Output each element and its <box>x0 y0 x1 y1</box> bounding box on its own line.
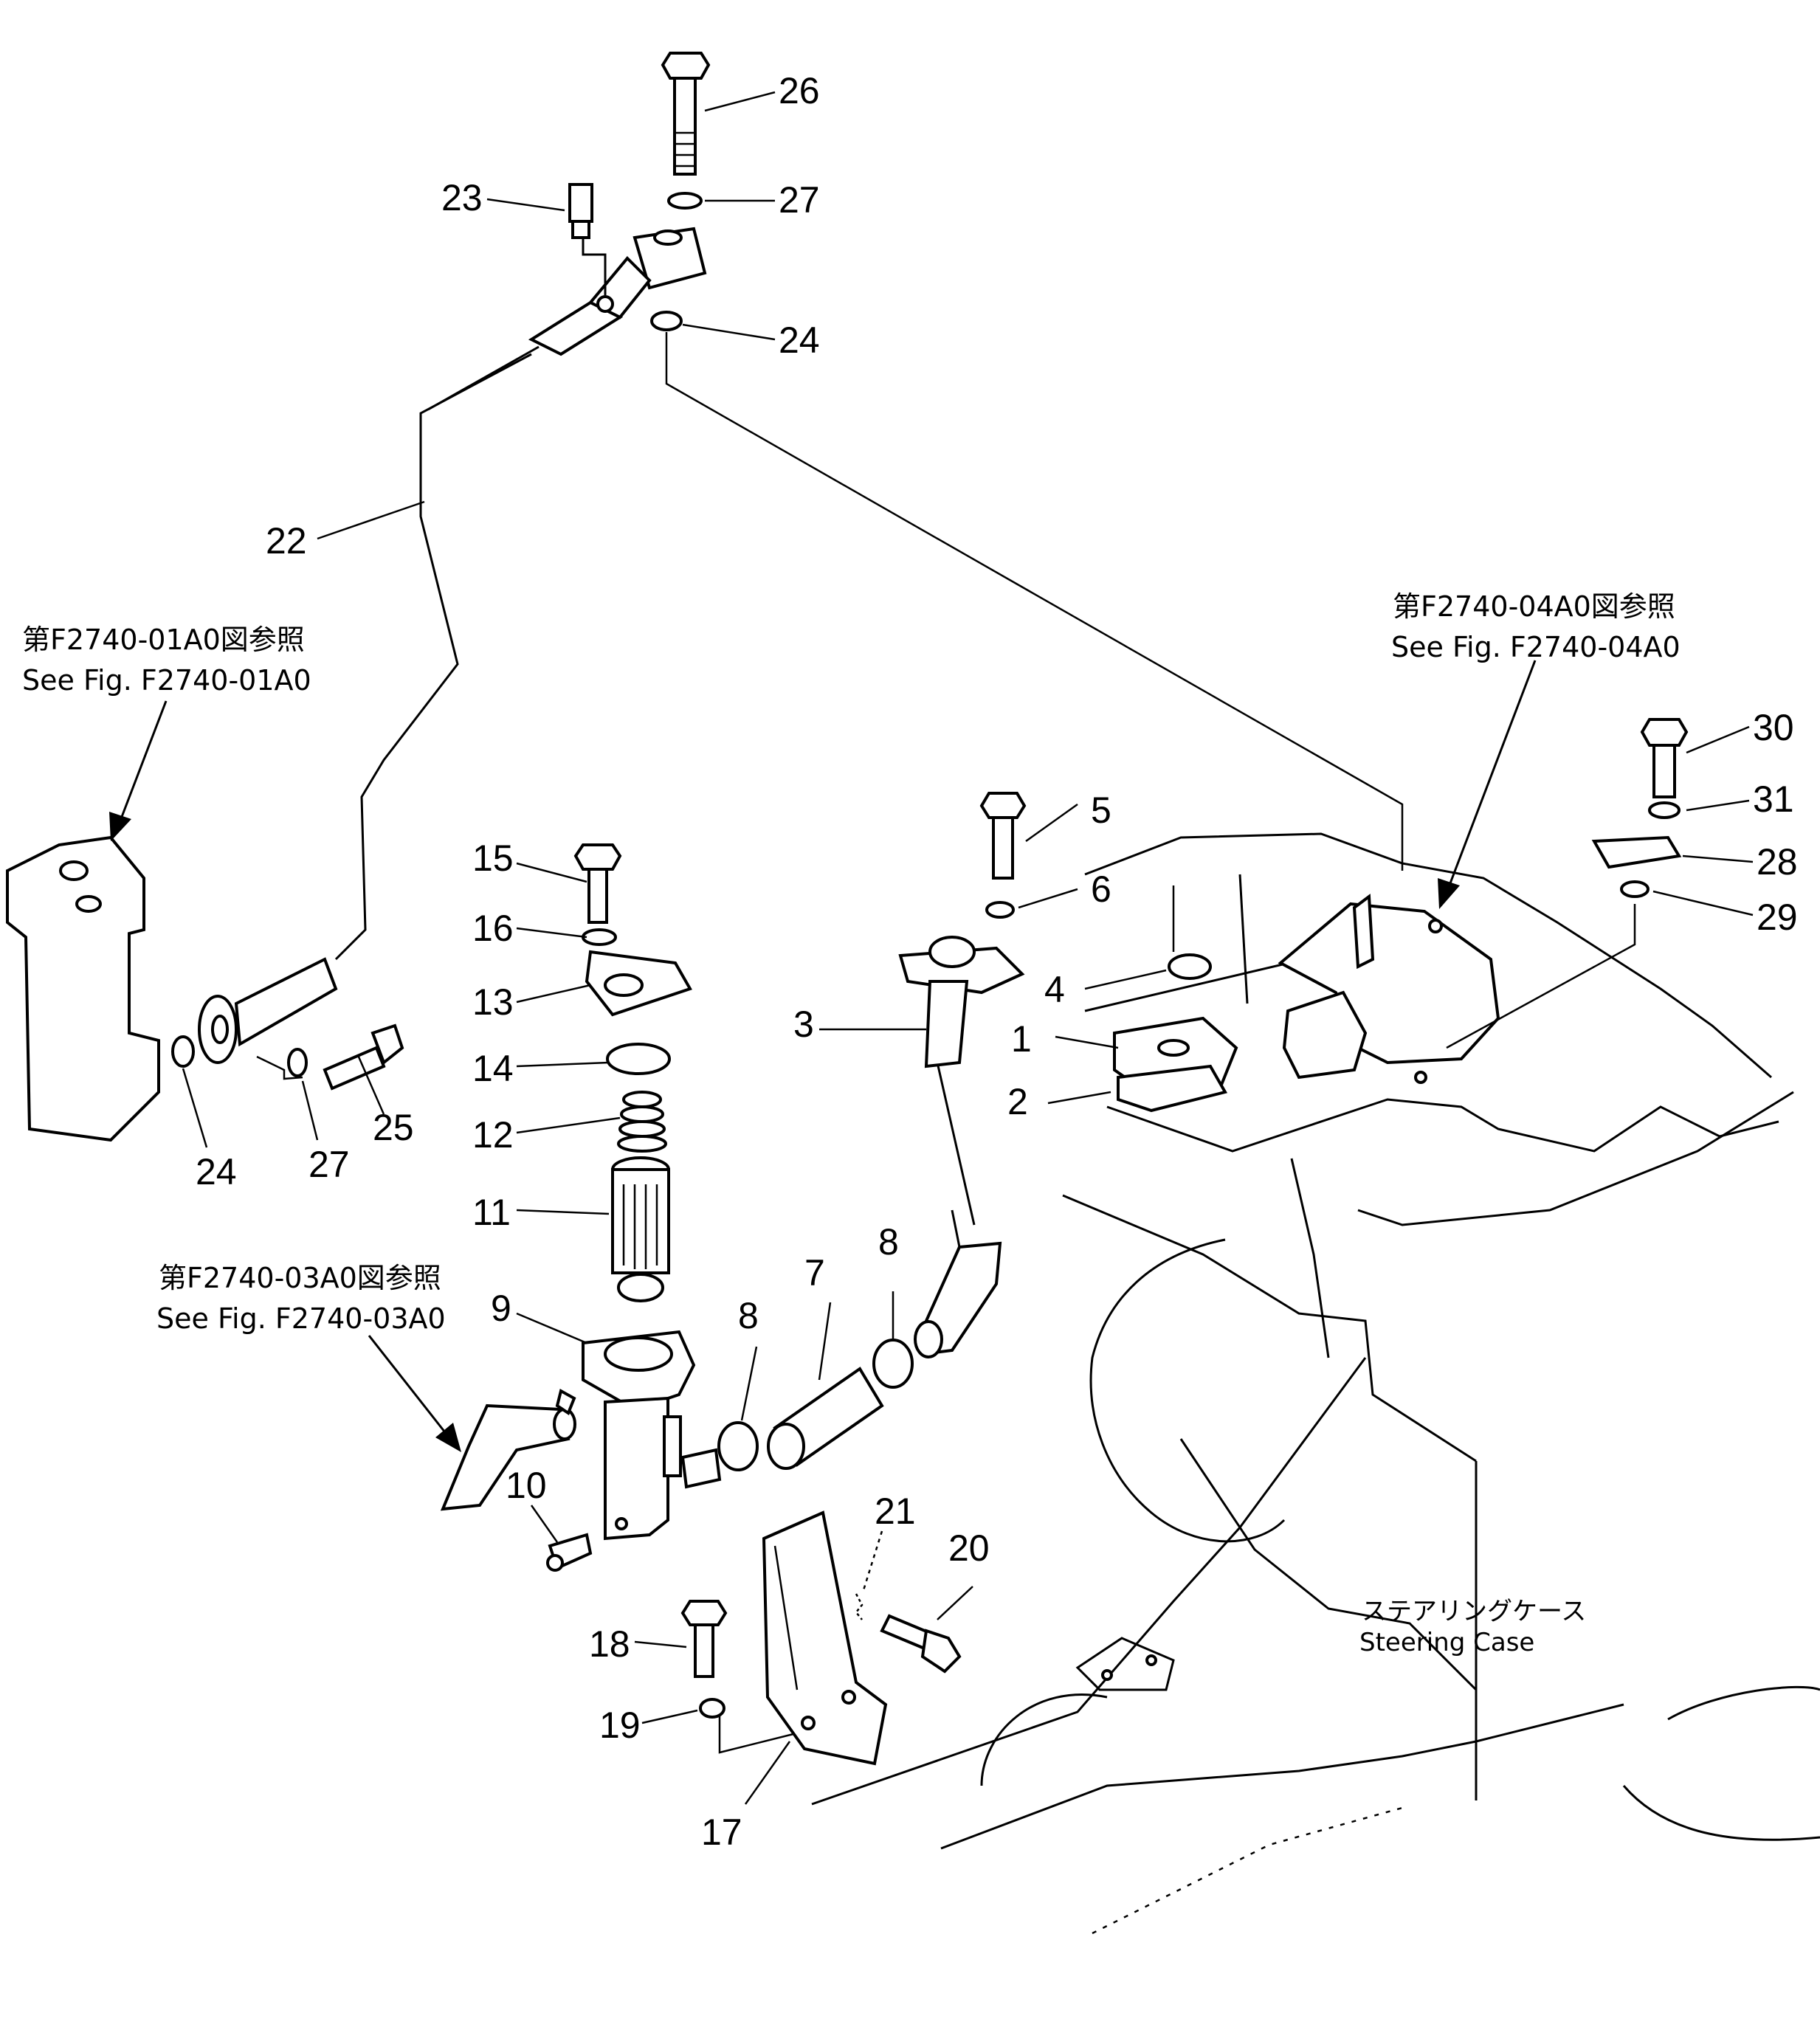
valve-10 <box>546 1533 593 1572</box>
steering-case-jp: ステアリングケース <box>1362 1597 1586 1626</box>
ref-04A0-jp: 第F2740-04A0図参照 <box>1393 590 1675 623</box>
bolt-25 <box>323 1023 404 1091</box>
washer-27-top <box>667 192 703 210</box>
callout-23: 23 <box>441 177 483 218</box>
washer-16 <box>582 928 617 946</box>
clamp-8-left <box>717 1421 759 1471</box>
bolt-26 <box>661 52 711 176</box>
bolt-15 <box>573 843 622 924</box>
gasket-2 <box>1117 1064 1228 1113</box>
washer-19 <box>699 1698 725 1719</box>
elbow-3-top <box>898 936 1025 1068</box>
callout-31: 31 <box>1753 778 1794 820</box>
callout-14: 14 <box>472 1048 514 1089</box>
callout-21: 21 <box>875 1491 916 1532</box>
washer-6 <box>985 901 1015 919</box>
callout-29: 29 <box>1757 897 1798 938</box>
clamp-8-right <box>872 1339 914 1389</box>
housing-9 <box>582 1330 722 1541</box>
callout-8-left: 8 <box>738 1295 759 1336</box>
callout-5: 5 <box>1091 790 1111 831</box>
pipe-flange-left <box>198 957 338 1064</box>
callout-13: 13 <box>472 981 514 1023</box>
bolt-18 <box>680 1600 728 1678</box>
hose-7 <box>767 1367 884 1470</box>
callout-16: 16 <box>472 908 514 949</box>
ref-arrows <box>109 660 1537 1452</box>
washer-21 <box>855 1593 864 1620</box>
callout-26: 26 <box>779 70 820 111</box>
callout-30: 30 <box>1753 707 1794 748</box>
callout-24-top: 24 <box>779 320 820 361</box>
callout-1: 1 <box>1011 1018 1032 1060</box>
cover-28 <box>1591 835 1682 869</box>
callout-8-right: 8 <box>878 1221 899 1263</box>
callout-17: 17 <box>701 1812 742 1853</box>
ref-label-03A0: 第F2740-03A0図参照 See Fig. F2740-03A0 <box>156 1262 446 1335</box>
callout-9: 9 <box>491 1288 511 1329</box>
steering-case-label: ステアリングケース Steering Case <box>1359 1597 1586 1657</box>
element-11 <box>611 1156 670 1302</box>
steering-case-outline <box>811 832 1820 1935</box>
callout-24-left: 24 <box>196 1151 237 1192</box>
hose-3 <box>914 1062 1002 1358</box>
spring-12 <box>617 1091 667 1153</box>
callout-11: 11 <box>472 1192 511 1233</box>
callout-10: 10 <box>506 1465 547 1506</box>
callout-20: 20 <box>948 1527 990 1569</box>
leader-24-to-case <box>665 332 1404 871</box>
bolt-5 <box>979 792 1027 880</box>
callout-labels: 1 2 3 4 5 6 7 8 8 9 10 11 12 13 14 15 16… <box>196 70 1798 1853</box>
o-ring-14 <box>606 1043 671 1075</box>
pipe-left-inlet <box>440 1388 576 1511</box>
callout-2: 2 <box>1007 1081 1028 1122</box>
sensor-23 <box>568 183 607 295</box>
callout-25: 25 <box>373 1107 414 1148</box>
ref-label-01A0: 第F2740-01A0図参照 See Fig. F2740-01A0 <box>22 624 311 697</box>
bolt-20 <box>880 1614 962 1674</box>
callout-7: 7 <box>804 1252 825 1294</box>
ref-03A0-en: See Fig. F2740-03A0 <box>156 1302 446 1335</box>
pipe-22 <box>334 353 532 961</box>
ref-04A0-en: See Fig. F2740-04A0 <box>1391 631 1681 663</box>
bolt-30 <box>1640 718 1689 798</box>
o-ring-4 <box>1168 953 1212 980</box>
ref-label-04A0: 第F2740-04A0図参照 See Fig. F2740-04A0 <box>1391 590 1681 663</box>
o-ring-24-left <box>171 1035 195 1068</box>
callout-27-left: 27 <box>308 1144 350 1185</box>
ref-01A0-jp: 第F2740-01A0図参照 <box>22 624 305 656</box>
washer-27-left <box>287 1048 308 1077</box>
callout-12: 12 <box>472 1114 514 1156</box>
o-ring-24-top <box>650 311 683 331</box>
callout-22: 22 <box>266 520 307 562</box>
ref-01A0-en: See Fig. F2740-01A0 <box>22 664 311 697</box>
bracket-17 <box>762 1510 888 1766</box>
elbow-fitting <box>528 227 707 356</box>
callout-18: 18 <box>589 1623 630 1665</box>
filter-housing-left <box>6 835 160 1142</box>
steering-case-en: Steering Case <box>1359 1628 1534 1657</box>
ref-03A0-jp: 第F2740-03A0図参照 <box>159 1262 441 1294</box>
washer-31 <box>1648 801 1681 819</box>
callout-3: 3 <box>793 1004 814 1045</box>
callout-28: 28 <box>1757 841 1798 883</box>
valve-block-right <box>1278 894 1500 1084</box>
leader-lines <box>182 91 1754 1805</box>
callout-4: 4 <box>1044 969 1065 1010</box>
cover-13 <box>585 950 692 1017</box>
callout-27-top: 27 <box>779 179 820 221</box>
callout-6: 6 <box>1091 869 1111 910</box>
o-ring-29 <box>1620 880 1650 898</box>
callout-15: 15 <box>472 838 514 879</box>
callout-19: 19 <box>599 1705 641 1746</box>
